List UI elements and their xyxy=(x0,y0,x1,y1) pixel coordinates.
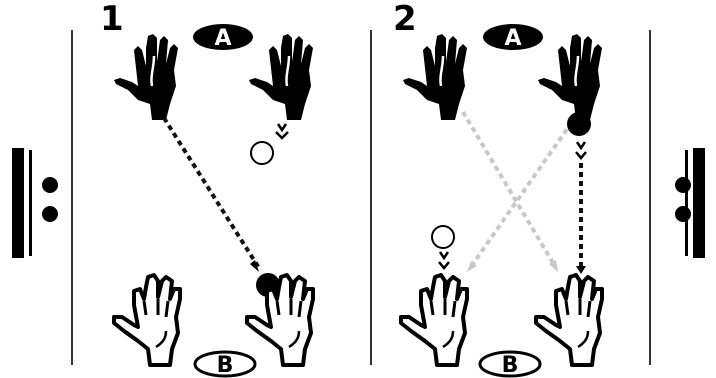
label-a-badge: A xyxy=(483,24,543,51)
side-marker-icon xyxy=(675,148,705,258)
ball-icon xyxy=(567,112,591,136)
pass-path-icon xyxy=(164,118,259,268)
label-a: A xyxy=(504,26,521,51)
panel-2: 2 A B xyxy=(393,0,602,378)
pass-path-faded-icon xyxy=(463,112,556,268)
hand-icon xyxy=(249,34,313,120)
hand-icon xyxy=(403,34,467,120)
label-a-badge: A xyxy=(193,24,253,51)
hand-outline-icon xyxy=(536,275,602,365)
label-a: A xyxy=(214,26,231,51)
label-b-badge: B xyxy=(480,352,540,378)
panel-1: 1 A B xyxy=(100,0,313,378)
hand-outline-icon xyxy=(114,275,180,365)
motion-lines-icon xyxy=(276,124,288,138)
ball-outline-icon xyxy=(432,226,454,248)
pass-path-faded-icon xyxy=(470,122,572,268)
panel-number: 1 xyxy=(100,0,124,39)
label-b: B xyxy=(217,353,234,378)
side-marker-icon xyxy=(12,148,58,258)
ball-outline-icon xyxy=(251,142,273,164)
hand-icon xyxy=(538,34,602,120)
hand-outline-icon xyxy=(401,275,467,365)
arrow-head-icon xyxy=(576,266,586,274)
label-b: B xyxy=(502,353,519,378)
panel-number: 2 xyxy=(393,0,417,39)
motion-lines-icon xyxy=(576,142,586,158)
hand-icon xyxy=(114,34,178,120)
motion-lines-icon xyxy=(439,252,449,268)
arrow-head-icon xyxy=(467,261,477,272)
label-b-badge: B xyxy=(195,352,255,378)
